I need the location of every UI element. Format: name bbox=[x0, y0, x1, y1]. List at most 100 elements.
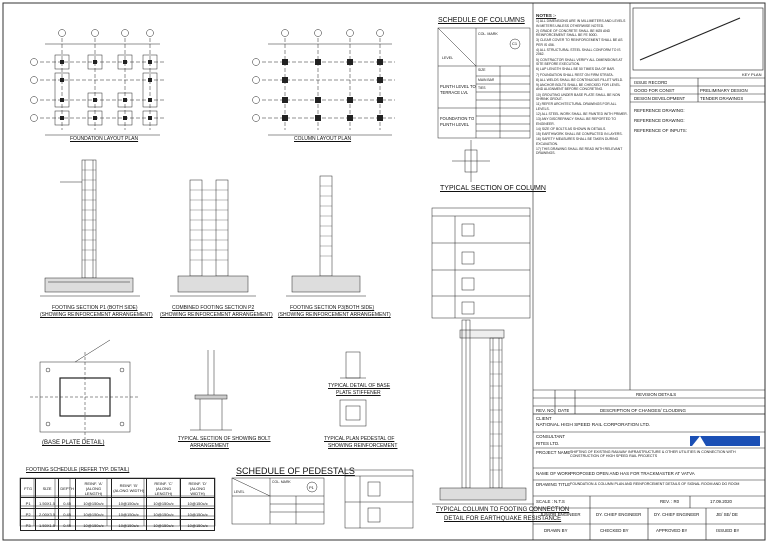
footing-header-cell: DEPTH bbox=[57, 478, 77, 498]
project-value: SHIFTING OF EXISTING RAILWAY INFRASTRUCT… bbox=[570, 450, 736, 458]
column-layout-title: COLUMN LAYOUT PLAN bbox=[294, 136, 352, 142]
plinth-level-2-label: PLINTH LEVEL bbox=[440, 122, 470, 127]
typical-section-column-title: TYPICAL SECTION OF COLUMN bbox=[440, 185, 546, 192]
rites-logo bbox=[690, 436, 760, 446]
signature-4: JE/ SE/ DE bbox=[716, 512, 738, 517]
schedule-of-columns-table bbox=[437, 27, 531, 139]
ref-drawing-2: REFERENCE DRAWING: bbox=[634, 118, 685, 123]
issue-1b-label: PRELIMINARY DESIGN bbox=[700, 88, 748, 93]
column-mark: C1 bbox=[512, 41, 518, 46]
terrace-level-label: TERRACE LVL bbox=[440, 90, 469, 95]
footing-header-cell: FTG bbox=[19, 478, 37, 498]
role-1: DRAWN BY bbox=[544, 528, 568, 533]
col-mark-label: COL. MARK bbox=[478, 32, 498, 36]
issue-2-label: DESIGN DEVELOPMENT bbox=[634, 96, 686, 101]
role-2: CHECKED BY bbox=[600, 528, 629, 533]
note-item: 11) REFER ARCHITECTURAL DRAWINGS FOR ALL… bbox=[536, 102, 617, 111]
bar-bending-table bbox=[431, 207, 531, 319]
work-value: PROPOSED OPEN AND HAS FOR TRACKMASTER AT… bbox=[570, 471, 695, 476]
table-cell: 10@150c/c bbox=[110, 508, 147, 520]
date-header: DATE bbox=[558, 408, 570, 413]
footing-header-cell: REINF. 'D' (ALONG WIDTH) bbox=[180, 478, 215, 498]
table-cell: 2.00X3.5 bbox=[35, 508, 59, 520]
foundation-layout-title: FOUNDATION LAYOUT PLAN bbox=[70, 136, 139, 142]
description-header: DESCRIPTION OF CHANGES/ CLOUDING bbox=[600, 408, 686, 413]
foundation-layout-plan bbox=[30, 29, 165, 136]
note-item: 17) THIS DRAWING SHALL BE READ WITH RELE… bbox=[536, 147, 623, 156]
project-label: PROJECT NAME bbox=[536, 450, 571, 455]
table-row: P3 1.50X1.5 0.45 10@150c/c 10@150c/c 10@… bbox=[19, 519, 215, 531]
footing-header-cell: REINF. 'B' (ALONG WIDTH) bbox=[110, 478, 147, 498]
note-item: 7) FOUNDATION SHALL REST ON FIRM STRATA. bbox=[536, 72, 614, 77]
note-item: 15) EARTHWORK SHALL BE COMPACTED IN LAYE… bbox=[536, 132, 623, 137]
ref-inputs: REFERENCE OF INPUTS: bbox=[634, 128, 687, 133]
footing-section-p2 bbox=[170, 179, 256, 297]
table-cell: 0.45 bbox=[57, 519, 77, 531]
footing-p3-title: FOOTING SECTION P3(BOTH SIDE) bbox=[290, 305, 375, 311]
pedestal-col-mark: COL. MARK bbox=[272, 480, 291, 484]
client-value: NATIONAL HIGH SPEED RAIL CORPORATION LTD… bbox=[536, 423, 651, 428]
note-item: 4) ALL STRUCTURAL STEEL SHALL CONFORM TO… bbox=[536, 48, 621, 57]
table-cell: P2 bbox=[19, 508, 37, 520]
footing-section-p3 bbox=[286, 175, 366, 297]
holding-bolt-section bbox=[190, 350, 232, 431]
key-plan-label: KEY PLAN bbox=[742, 72, 762, 77]
column-to-footing-title: TYPICAL COLUMN TO FOOTING CONNECTION bbox=[436, 507, 570, 513]
table-cell: P3 bbox=[19, 519, 37, 531]
table-cell: 10@150c/c bbox=[180, 508, 215, 520]
signature-1: JUNIOR ENGINEER bbox=[540, 512, 581, 517]
foundation-to-label: FOUNDATION TO bbox=[440, 116, 475, 121]
table-cell: 10@150c/c bbox=[75, 497, 112, 509]
schedule-columns-title: SCHEDULE OF COLUMNS bbox=[438, 17, 525, 24]
notes-panel: NOTES :- 1) ALL DIMENSIONS ARE IN MILLIM… bbox=[536, 14, 628, 334]
note-item: 12) ALL STEEL WORK SHALL BE PAINTED WITH… bbox=[536, 111, 628, 116]
footing-header-cell: SIZE bbox=[35, 478, 59, 498]
holding-bolt-sub: ARRANGEMENT bbox=[190, 443, 229, 449]
consultant-label: CONSULTANT bbox=[536, 434, 566, 439]
table-cell: 0.45 bbox=[57, 508, 77, 520]
base-plate-stiffener bbox=[339, 351, 367, 427]
footing-p2-sub: (SHOWING REINFORCEMENT ARRANGEMENT) bbox=[160, 312, 273, 318]
table-cell: 10@150c/c bbox=[75, 508, 112, 520]
table-cell: 1.50X1.5 bbox=[35, 519, 59, 531]
footing-schedule-title: FOOTING SCHEDULE (REFER TYP. DETAIL) bbox=[26, 467, 130, 473]
level-label: LEVEL bbox=[442, 56, 454, 60]
note-item: 16) SAFETY MEASURES SHALL BE TAKEN DURIN… bbox=[536, 137, 619, 146]
footing-p1-title: FOOTING SECTION P1 (BOTH SIDE) bbox=[52, 305, 138, 311]
schedule-of-pedestals-table bbox=[231, 477, 325, 525]
column-to-footing-sub: DETAIL FOR EARTHQUAKE RESISTANCE bbox=[444, 516, 562, 522]
base-plate-stiffener-title: TYPICAL DETAIL OF BASE bbox=[328, 383, 391, 389]
issue-2b-label: TENDER DRAWINGS bbox=[700, 96, 744, 101]
work-label: NAME OF WORK bbox=[536, 471, 571, 476]
table-cell: 10@150c/c bbox=[145, 519, 182, 531]
schedule-pedestals-title: SCHEDULE OF PEDESTALS bbox=[236, 466, 355, 476]
note-item: 9) ANCHOR BOLTS SHALL BE CHECKED FOR LEV… bbox=[536, 83, 621, 92]
plan-pedestal-title: TYPICAL PLAN PEDESTAL OF bbox=[324, 436, 395, 442]
plan-pedestal-sub: SHOWING REINFORCEMENT bbox=[328, 443, 398, 449]
ref-drawing-1: REFERENCE DRAWING: bbox=[634, 108, 685, 113]
table-cell: 0.45 bbox=[57, 497, 77, 509]
base-plate-stiffener-sub: PLATE STIFFENER bbox=[336, 390, 381, 396]
date-value: 17.09.2020 bbox=[710, 499, 732, 504]
drawing-value: FOUNDATION & COLUMN PLAN AND REINFORCEME… bbox=[570, 482, 740, 486]
plinth-level-label: PLINTH LEVEL TO bbox=[440, 84, 476, 89]
column-to-footing-detail bbox=[432, 319, 534, 505]
note-item: 14) SIZE OF BOLTS AS SHOWN IN DETAILS. bbox=[536, 126, 607, 131]
table-row: P1 1.50X1.5 0.45 10@150c/c 10@150c/c 10@… bbox=[19, 497, 215, 509]
table-cell: 10@150c/c bbox=[180, 519, 215, 531]
note-item: 8) ALL WELDS SHALL BE CONTINUOUS FILLET … bbox=[536, 77, 624, 82]
title-block-frame bbox=[532, 3, 765, 540]
size-label: SIZE bbox=[478, 68, 486, 72]
note-item: 13) ANY DISCREPANCY SHALL BE REPORTED TO… bbox=[536, 117, 616, 126]
issue-record-label: ISSUE RECORD bbox=[634, 80, 668, 85]
footing-header-cell: REINF. 'C' (ALONG LENGTH) bbox=[145, 478, 182, 498]
pedestal-level-label: LEVEL bbox=[234, 490, 245, 494]
rev-value: REV. : R0 bbox=[660, 499, 680, 504]
drawing-label: DRAWING TITLE bbox=[536, 482, 571, 487]
column-layout-plan bbox=[252, 29, 395, 136]
footing-schedule-header-row: FTG SIZE DEPTH REINF. 'A' (ALONG LENGTH)… bbox=[19, 478, 215, 498]
table-cell: 10@150c/c bbox=[145, 508, 182, 520]
holding-bolt-title: TYPICAL SECTION OF SHOWING BOLT bbox=[178, 436, 271, 442]
table-row: P2 2.00X3.5 0.45 10@150c/c 10@150c/c 10@… bbox=[19, 508, 215, 520]
